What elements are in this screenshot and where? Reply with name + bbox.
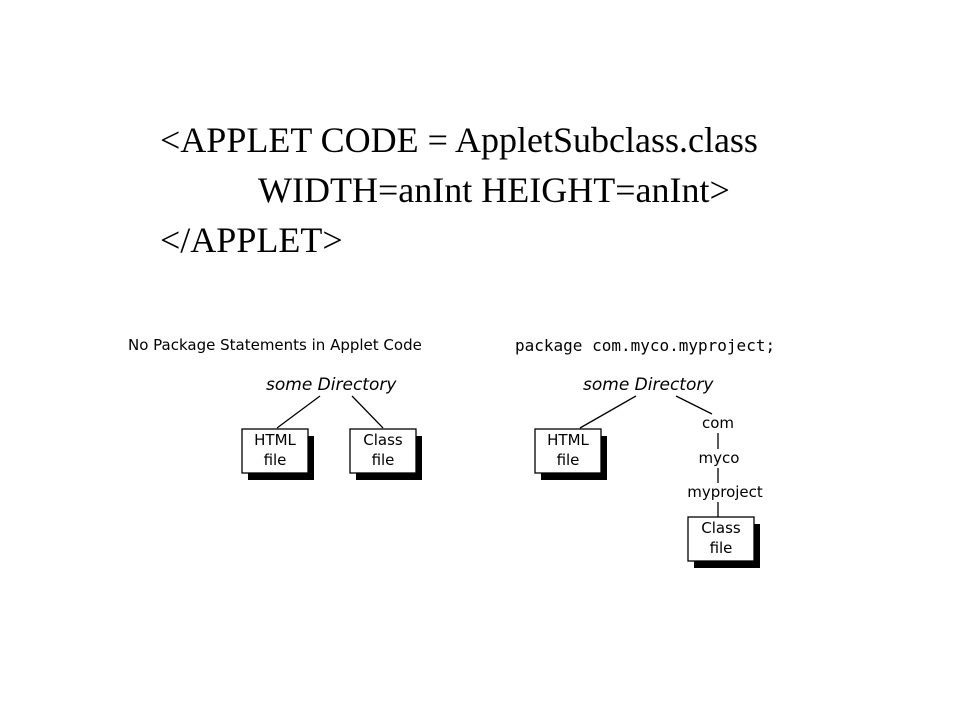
left-root-label: some Directory (266, 375, 397, 395)
right-root-label: some Directory (583, 375, 714, 395)
left-class-box-line2: file (372, 451, 395, 469)
right-class-file-box: Class file (687, 516, 760, 568)
right-html-file-box: HTML file (534, 428, 607, 480)
left-class-file-box: Class file (349, 428, 422, 480)
left-connector-html (276, 395, 321, 429)
left-connector-class (351, 395, 384, 429)
code-line-width-height: WIDTH=anInt HEIGHT=anInt> (258, 170, 730, 210)
right-caption: package com.myco.myproject; (515, 336, 775, 355)
left-html-box-line1: HTML (254, 431, 296, 449)
right-html-box-line1: HTML (547, 431, 589, 449)
right-connector-html (579, 395, 637, 429)
right-html-box-line2: file (557, 451, 580, 469)
code-line-applet-open: <APPLET CODE = AppletSubclass.class (160, 120, 758, 160)
right-path-myco: myco (699, 449, 740, 467)
right-connector-com (675, 395, 713, 415)
left-class-box-line1: Class (363, 431, 403, 449)
left-html-file-box: HTML file (241, 428, 314, 480)
left-html-box-line2: file (264, 451, 287, 469)
right-class-box-line2: file (710, 539, 733, 557)
left-caption: No Package Statements in Applet Code (128, 336, 422, 354)
right-path-myproject: myproject (687, 483, 763, 501)
right-path-com: com (702, 414, 734, 432)
right-class-box-line1: Class (701, 519, 741, 537)
code-line-applet-close: </APPLET> (160, 220, 343, 260)
